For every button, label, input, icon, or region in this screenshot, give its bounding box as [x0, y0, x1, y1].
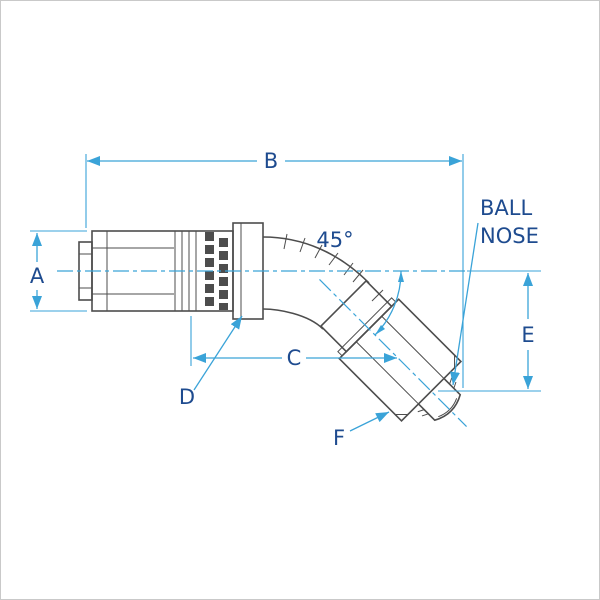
dimension-a: A — [30, 230, 87, 312]
angled-end-group — [319, 279, 467, 427]
dimension-d: D — [179, 315, 243, 409]
dimension-f: F — [333, 411, 390, 450]
dimension-e: E — [438, 270, 541, 392]
serration-bar — [219, 251, 228, 260]
fitting-drawing — [57, 222, 467, 427]
bend-rib-tick — [371, 289, 384, 302]
serration-bar — [219, 303, 228, 310]
angle-label: 45° — [316, 228, 353, 252]
serration-bar — [205, 271, 214, 280]
angle-arrow-down — [375, 325, 385, 335]
nut-chamfer — [395, 414, 408, 416]
ball-nose-callout: BALL NOSE — [450, 196, 539, 386]
callout-text-line1: BALL — [480, 196, 532, 220]
nut-chamfer — [454, 355, 456, 368]
serration-bar — [205, 297, 214, 306]
angle-dimension: 45° — [316, 228, 404, 336]
leader-line-ball-nose — [450, 222, 479, 386]
serration-bar — [219, 290, 228, 299]
bend-inner-curve — [262, 308, 324, 330]
ball-nose-tick — [421, 413, 429, 417]
bend-rib-tick — [343, 262, 354, 276]
centerline-inclined — [319, 279, 467, 427]
dimension-c: C — [190, 316, 397, 370]
serration-bar — [219, 264, 228, 273]
bend-rib-tick — [299, 237, 306, 253]
bend-rib-tick — [283, 233, 288, 250]
bend-rib-tick — [352, 269, 364, 283]
leader-line-f — [349, 411, 390, 432]
serration-bar — [219, 238, 228, 247]
nut-facet-line — [381, 315, 445, 379]
serration-bar — [205, 284, 214, 293]
ball-nose-outline — [417, 377, 462, 422]
bend-rib-tick — [328, 252, 339, 266]
serration-bar — [205, 258, 214, 267]
bend-rib-tick — [314, 244, 323, 259]
serration-bar — [219, 277, 228, 286]
angle-arrow-up — [398, 271, 404, 282]
callout-text-line2: NOSE — [480, 224, 539, 248]
dim-label-f: F — [333, 426, 345, 450]
leader-line-d — [193, 315, 243, 391]
dim-label-d: D — [179, 385, 195, 409]
dimension-b: B — [85, 149, 464, 388]
nut-facet-line — [355, 341, 419, 405]
ball-nose-tick — [417, 409, 425, 413]
serration-bar — [205, 232, 214, 241]
dim-label-b: B — [264, 149, 278, 173]
dim-label-c: C — [287, 346, 302, 370]
elbow-bend-tube — [262, 233, 384, 330]
dim-label-a: A — [30, 264, 45, 288]
serration-bar — [205, 245, 214, 254]
dim-label-e: E — [521, 323, 534, 347]
